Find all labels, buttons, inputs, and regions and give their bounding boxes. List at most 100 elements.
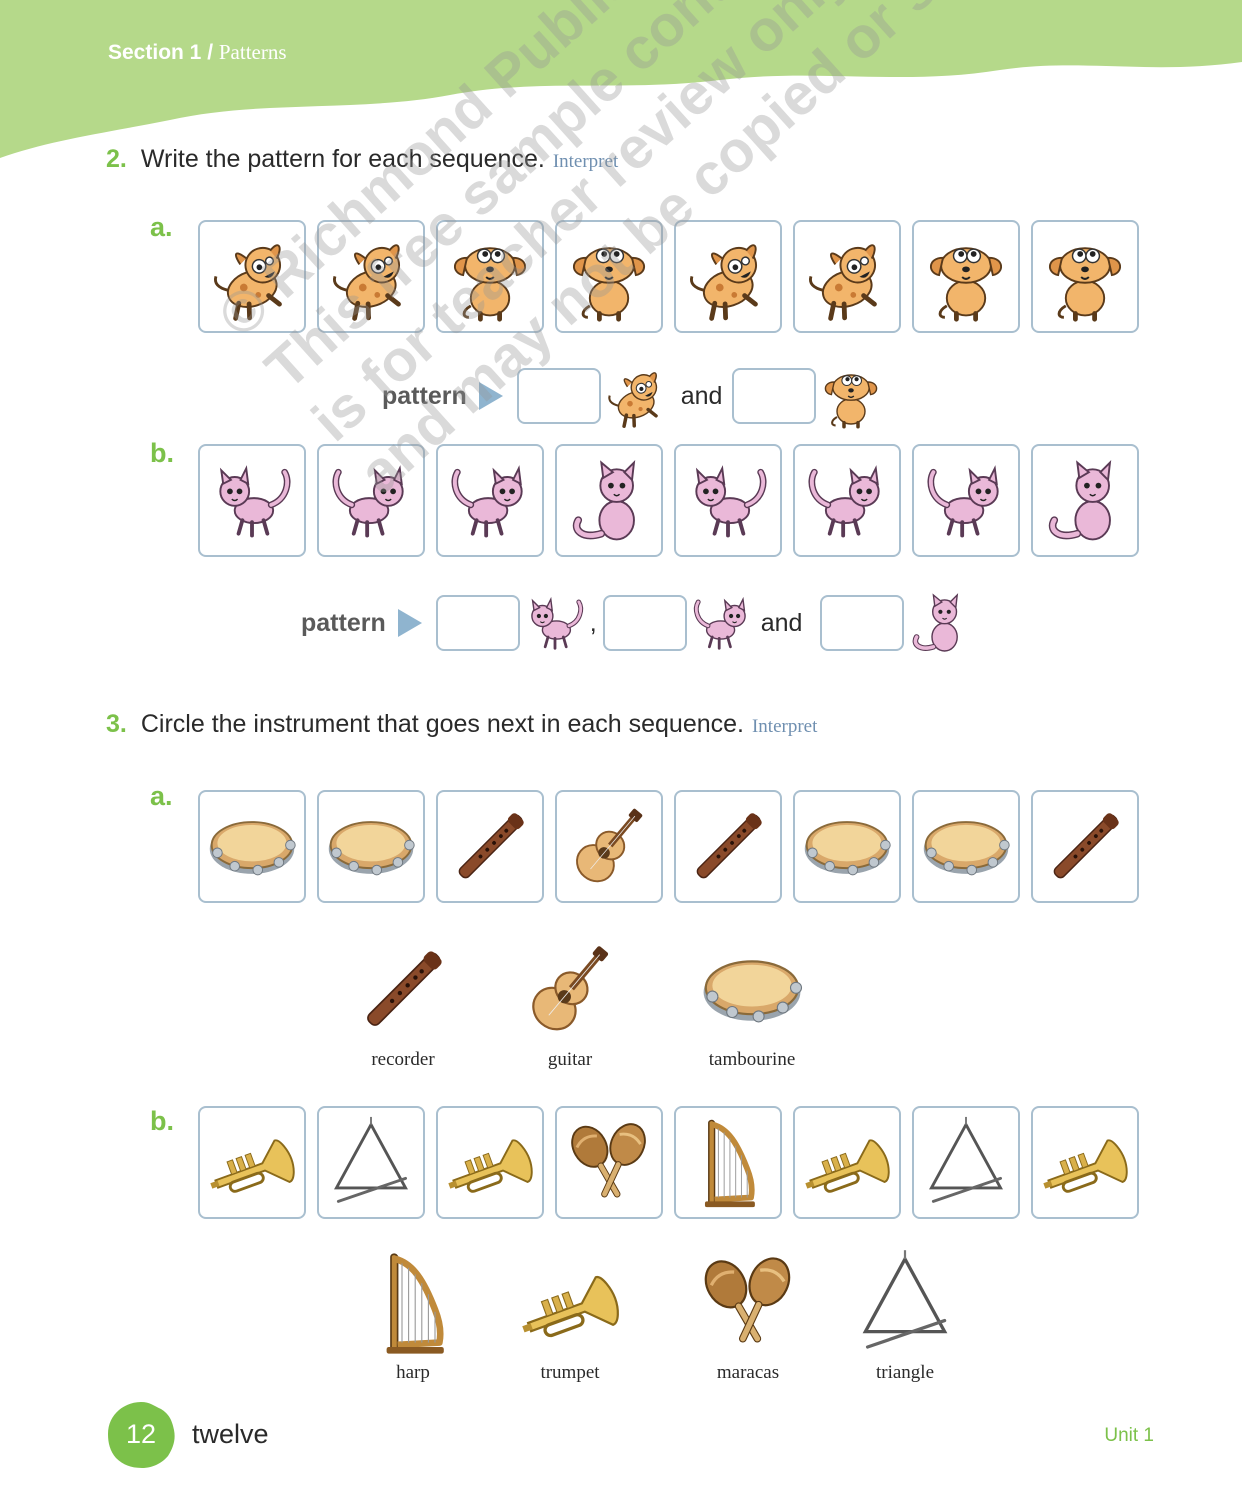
sequence-cell: [436, 220, 544, 333]
sequence-row-2a: [198, 220, 1139, 333]
answer-box[interactable]: [435, 595, 520, 651]
sequence-cell: [436, 444, 544, 557]
sequence-cell: [793, 444, 901, 557]
cat-walking-left-icon: [530, 596, 583, 650]
option-harp[interactable]: harp: [358, 1248, 468, 1384]
sequence-cell: [674, 444, 782, 557]
tambourine-icon: [804, 820, 891, 875]
option-label: harp: [396, 1362, 430, 1383]
maracas-icon: [571, 1122, 646, 1197]
tambourine-icon: [328, 820, 415, 875]
recorder-icon: [696, 812, 762, 878]
answer-box[interactable]: [732, 368, 817, 424]
sequence-cell: [793, 790, 901, 903]
sequence-row-3a: [198, 790, 1139, 903]
option-guitar[interactable]: guitar: [515, 935, 625, 1071]
sequence-cell: [555, 790, 663, 903]
maracas-icon: [704, 1257, 791, 1343]
cat-sitting-icon: [1048, 459, 1112, 540]
dog-jumping-icon: [690, 243, 758, 321]
section-label: Section 1 /: [108, 41, 214, 64]
answer-box[interactable]: [516, 368, 601, 424]
question-2: 2.Write the pattern for each sequence.In…: [106, 145, 618, 174]
skill-tag: Interpret: [751, 716, 818, 737]
tambourine-icon: [209, 820, 296, 875]
sequence-cell: [555, 220, 663, 333]
cat-sitting-icon: [913, 593, 959, 652]
guitar-icon: [532, 946, 609, 1031]
sequence-row-3b: [198, 1106, 1139, 1219]
sequence-row-2b: [198, 444, 1139, 557]
sequence-cell: [674, 1106, 782, 1219]
part-label-2a: a.: [150, 212, 173, 242]
separator-comma: ,: [589, 608, 597, 637]
sequence-cell: [1031, 790, 1139, 903]
dog-sitting-icon: [825, 374, 878, 429]
option-label: triangle: [875, 1362, 935, 1383]
sequence-cell: [674, 220, 782, 333]
cat-walking-left-icon: [695, 464, 767, 537]
cat-walking-right-icon: [451, 464, 523, 537]
recorder-icon: [367, 951, 442, 1026]
sequence-cell: [198, 444, 306, 557]
option-trumpet[interactable]: trumpet: [515, 1248, 625, 1384]
sequence-cell: [912, 444, 1020, 557]
sequence-cell: [317, 444, 425, 557]
trumpet-icon: [448, 1138, 533, 1193]
option-triangle[interactable]: triangle: [850, 1248, 960, 1384]
sequence-cell: [555, 444, 663, 557]
tambourine-icon: [923, 820, 1010, 875]
pattern-word: pattern: [301, 608, 386, 637]
question-text: Circle the instrument that goes next in …: [140, 710, 744, 738]
sequence-cell: [793, 1106, 901, 1219]
unit-label: Unit 1: [1104, 1425, 1154, 1446]
page-number: 12: [125, 1419, 157, 1449]
sequence-cell: [674, 790, 782, 903]
option-recorder[interactable]: recorder: [348, 935, 458, 1071]
option-maracas[interactable]: maracas: [693, 1248, 803, 1384]
recorder-icon: [1053, 812, 1119, 878]
sequence-cell: [198, 790, 306, 903]
answer-box[interactable]: [820, 595, 905, 651]
header-band: [0, 0, 1242, 158]
option-label: recorder: [371, 1049, 435, 1070]
triangle-icon: [862, 1250, 948, 1349]
cat-walking-right-icon: [927, 464, 999, 537]
sequence-cell: [317, 1106, 425, 1219]
question-3: 3.Circle the instrument that goes next i…: [106, 710, 817, 739]
option-tambourine[interactable]: tambourine: [697, 935, 807, 1071]
trumpet-icon: [1043, 1138, 1128, 1193]
harp-icon: [386, 1253, 444, 1354]
arrow-icon: [397, 609, 422, 637]
section-topic: Patterns: [218, 40, 287, 64]
sequence-cell: [912, 220, 1020, 333]
pattern-word: pattern: [382, 381, 467, 410]
sequence-cell: [317, 790, 425, 903]
guitar-icon: [576, 808, 643, 882]
page-number-word: twelve: [192, 1419, 269, 1449]
skill-tag: Interpret: [552, 151, 619, 172]
harp-icon: [704, 1119, 755, 1207]
connector-and: and: [680, 381, 723, 410]
arrow-icon: [478, 382, 503, 410]
pattern-line-2b: pattern , and: [301, 585, 974, 661]
pattern-line-2a: pattern and: [382, 358, 886, 434]
sequence-cell: [1031, 220, 1139, 333]
dog-sitting-icon: [454, 246, 526, 322]
answer-box[interactable]: [602, 595, 687, 651]
dog-jumping-icon: [333, 243, 401, 321]
option-label: trumpet: [540, 1362, 600, 1383]
part-label-3b: b.: [150, 1106, 174, 1136]
page-number-badge: [108, 1402, 175, 1468]
part-label-3a: a.: [150, 781, 173, 811]
trumpet-icon: [522, 1276, 619, 1338]
sequence-cell: [1031, 1106, 1139, 1219]
cat-walking-right-icon: [808, 464, 880, 537]
sequence-cell: [1031, 444, 1139, 557]
triangle-icon: [929, 1116, 1003, 1203]
question-number: 2.: [106, 145, 127, 173]
sequence-cell: [555, 1106, 663, 1219]
option-label: guitar: [547, 1049, 593, 1070]
cat-walking-left-icon: [219, 464, 291, 537]
sequence-cell: [198, 1106, 306, 1219]
